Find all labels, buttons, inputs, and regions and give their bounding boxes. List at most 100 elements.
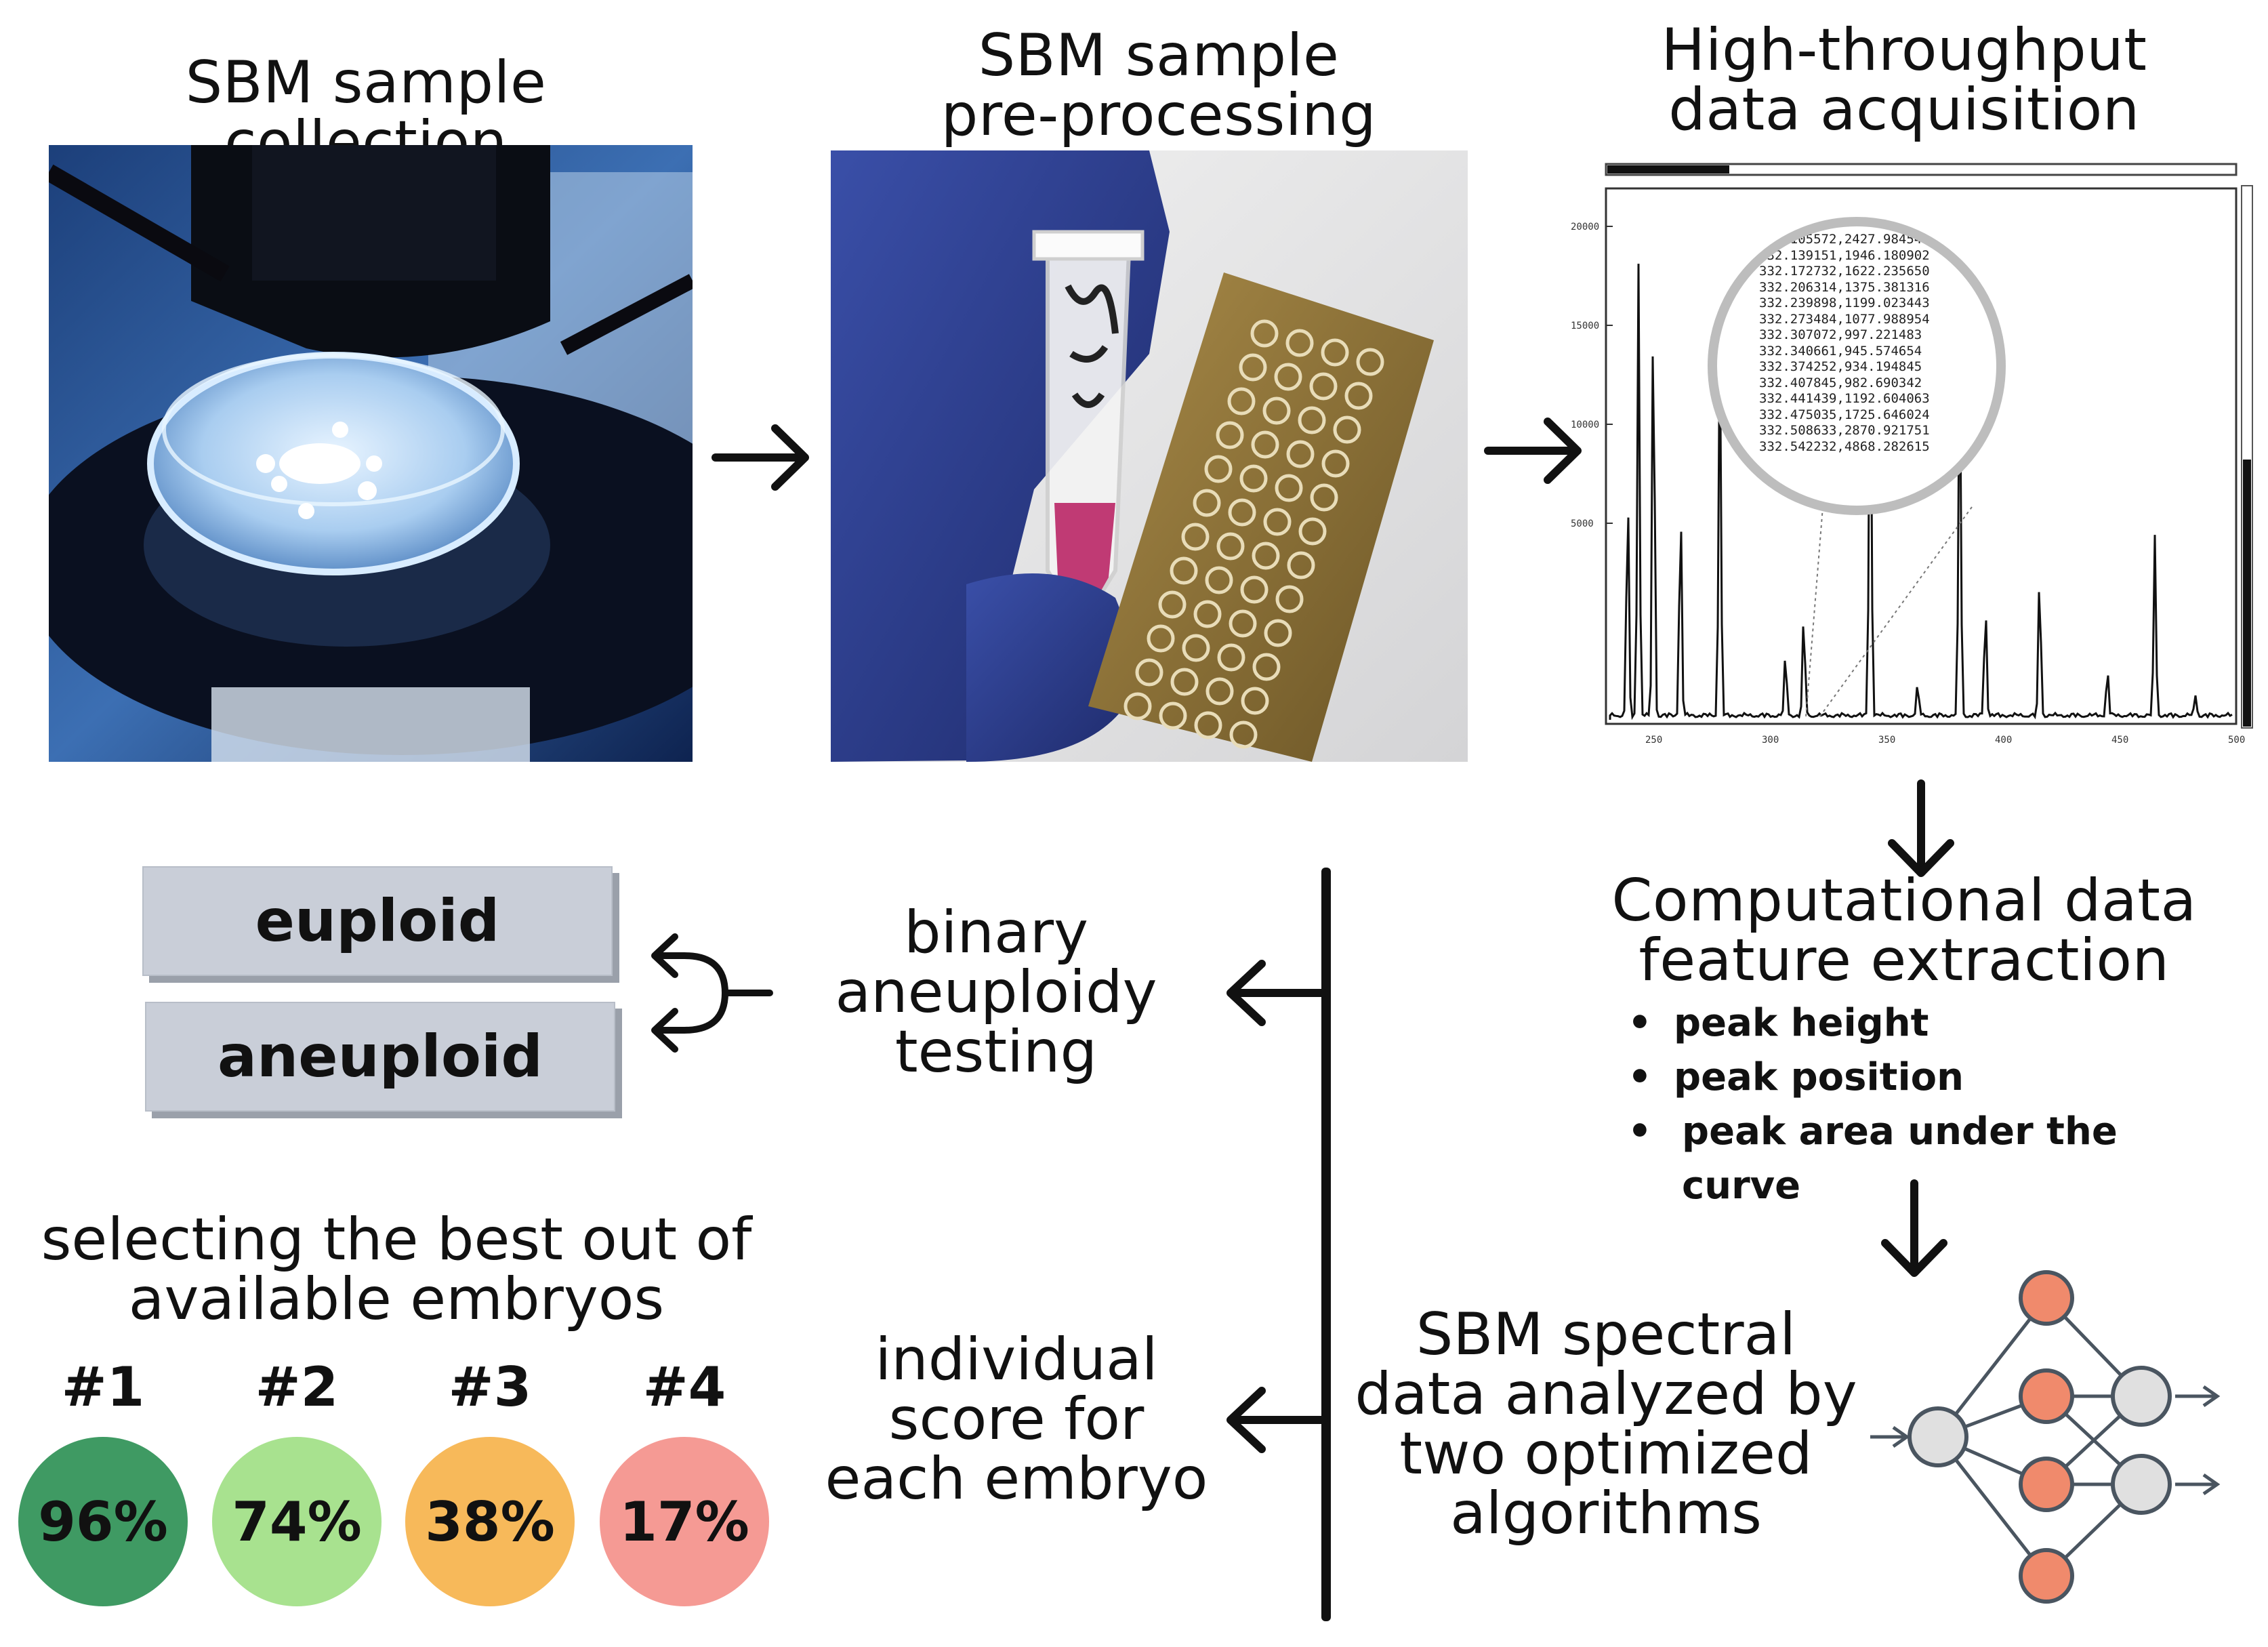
slide-well: [1240, 575, 1269, 604]
slide-well: [1252, 542, 1280, 570]
slide-well: [1182, 634, 1210, 662]
slide-well: [1356, 348, 1384, 376]
slide-well: [1193, 600, 1222, 628]
slide-well: [1239, 464, 1268, 493]
slide-well: [1285, 329, 1314, 357]
embryo-score-circle: 38%: [405, 1437, 575, 1606]
slide-well: [1194, 711, 1222, 739]
slide-well: [1228, 498, 1256, 527]
embryo-rank: #4: [642, 1356, 726, 1419]
slide-well: [1123, 692, 1152, 720]
y-tick-label: 5000: [1571, 518, 1594, 529]
slide-well: [1275, 474, 1303, 502]
arrow-left-icon: [1226, 960, 1328, 1026]
slide-well: [1135, 658, 1163, 687]
zoom-value-line: 332.475035,1725.646024: [1759, 407, 1930, 422]
zoom-value-line: 332.172732,1622.235650: [1759, 264, 1930, 279]
slide-well: [1251, 430, 1279, 459]
sample-collection-photo: [49, 145, 693, 762]
spectrum-trace: [1609, 237, 2233, 720]
aneuploid-label: aneuploid: [145, 1002, 615, 1112]
slide-well: [1250, 319, 1279, 348]
embryo-rank: #2: [255, 1356, 339, 1419]
feature-list: peak height peak position peak area unde…: [1620, 996, 2243, 1213]
slide-well: [1241, 687, 1269, 715]
divider-line: [1321, 868, 1331, 1621]
slide-well: [1310, 483, 1338, 512]
split-arrows-icon: [651, 933, 773, 1053]
slide-well: [1262, 396, 1291, 425]
y-tick-label: 20000: [1571, 222, 1599, 232]
x-tick-label: 250: [1645, 735, 1662, 746]
arrow-left-icon: [1226, 1387, 1328, 1453]
embryo-rank: #3: [448, 1356, 532, 1419]
slide-well: [1159, 702, 1187, 730]
slide-well: [1333, 415, 1361, 444]
slide-well: [1170, 668, 1199, 696]
slide-well: [1193, 489, 1221, 517]
slide-well: [1229, 609, 1257, 638]
slide-well: [1309, 372, 1338, 401]
zoom-value-line: 332.105572,2427.984546: [1759, 232, 1930, 247]
feature-item: peak area under the curve: [1620, 1105, 2243, 1213]
feature-item: peak height: [1620, 996, 2243, 1051]
arrow-down-icon: [1888, 779, 1954, 877]
embryo-rank: #1: [61, 1356, 145, 1419]
x-tick-label: 450: [2111, 735, 2128, 746]
zoom-value-line: 332.374252,934.194845: [1759, 359, 1922, 374]
x-tick-label: 350: [1878, 735, 1895, 746]
slide-well: [1229, 720, 1258, 749]
slide-well: [1205, 677, 1234, 706]
euploid-label: euploid: [142, 866, 613, 976]
y-tick-label: 15000: [1571, 321, 1599, 331]
slide-well: [1287, 551, 1315, 580]
zoom-value-line: 332.307072,997.221483: [1759, 327, 1922, 342]
zoom-value-line: 332.340661,945.574654: [1759, 343, 1922, 359]
x-tick-label: 300: [1762, 735, 1779, 746]
slide-well: [1274, 363, 1302, 391]
slide-well: [1321, 449, 1350, 478]
slide-well: [1252, 653, 1281, 681]
slide-well: [1158, 590, 1187, 619]
zoom-value-line: 332.407845,982.690342: [1759, 375, 1922, 390]
zoom-value-line: 332.239898,1199.023443: [1759, 296, 1930, 310]
arrow-right-icon: [712, 424, 809, 491]
slide-well: [1216, 532, 1245, 561]
feature-item: peak position: [1620, 1051, 2243, 1105]
zoom-value-line: 332.508633,2870.921751: [1759, 423, 1930, 438]
slide-well: [1217, 643, 1245, 672]
slide-well: [1204, 455, 1233, 483]
sample-preprocessing-photo: [831, 150, 1468, 762]
x-tick-label: 500: [2228, 735, 2245, 746]
embryo-score-circle: 96%: [18, 1437, 188, 1606]
slide-well: [1298, 517, 1327, 546]
zoom-value-line: 332.139151,1946.180902: [1759, 247, 1930, 263]
slide-well: [1216, 421, 1244, 449]
x-tick-label: 400: [1995, 735, 2012, 746]
slide-well: [1286, 440, 1315, 468]
slide-well: [1205, 566, 1233, 594]
zoom-value-line: 332.542232,4868.282615: [1759, 439, 1930, 454]
title-collection: SBM sample collection: [185, 49, 547, 176]
slide-well: [1147, 624, 1175, 653]
slide-well: [1275, 585, 1304, 613]
embryo-score-circle: 17%: [600, 1437, 769, 1606]
slide-well: [1321, 338, 1349, 367]
arrow-down-icon: [1881, 1179, 1947, 1277]
slide-well: [1239, 353, 1267, 382]
zoom-value-line: 332.441439,1192.604063: [1759, 391, 1930, 406]
slide-well: [1181, 523, 1210, 551]
slide-well: [1263, 508, 1292, 536]
neural-network-icon: [1870, 1270, 2221, 1604]
slide-well: [1170, 556, 1198, 585]
embryo-score-circle: 74%: [212, 1437, 382, 1606]
slide-well: [1227, 387, 1256, 415]
slide-well: [1264, 619, 1292, 647]
